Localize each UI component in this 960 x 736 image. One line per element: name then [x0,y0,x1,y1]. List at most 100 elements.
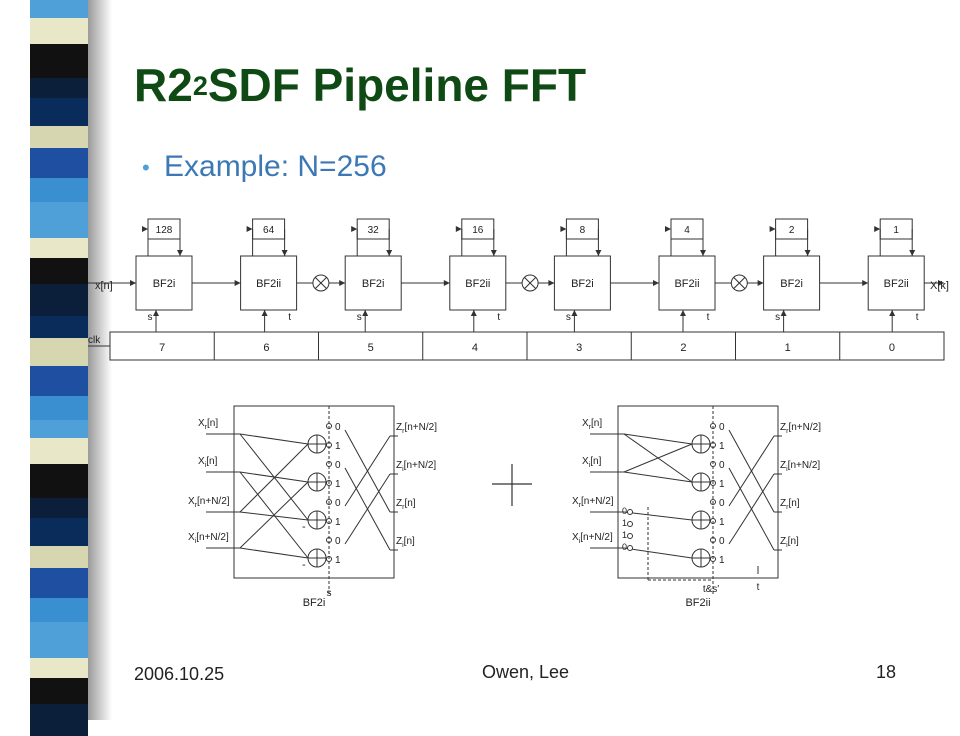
control-arrow [680,310,686,316]
butterfly-stage-box [344,255,402,311]
stripe-block [30,498,88,518]
bullet-item: •Example: N=256 [142,150,387,184]
mux-label: 0 [719,498,725,509]
feedback-down-arrow [909,250,916,256]
minus-sign: - [302,559,306,571]
butterfly-straight [239,471,309,483]
butterfly-stage-box [763,255,821,311]
butterfly-stage-box [658,255,716,311]
output-subscript: i [402,466,404,473]
output-argument: [n+N/2] [788,460,821,471]
input-name: Xi[n] [198,456,218,469]
stripe-block [30,678,88,704]
counter-bit: 6 [263,342,269,354]
bullet-dot-icon: • [142,155,150,181]
mux-label: 1 [335,555,341,566]
butterfly-stage-box [553,255,611,311]
input-subscript: i [589,462,591,469]
output-name: Zi[n+N/2] [780,460,820,473]
memory-size: 4 [684,225,690,236]
stripe-block [30,338,88,366]
counter-bit: 2 [680,342,686,354]
detail-control-label: t&s' [703,584,719,595]
memory-size: 1 [893,225,899,236]
control-arrow [261,310,268,316]
stripe-block [30,568,88,598]
swap-switch-node [627,533,633,539]
interstage-arrow [757,280,764,286]
mux-label: 1 [335,441,341,452]
mux-label: 0 [335,498,341,509]
counter-bit: 1 [785,342,791,354]
output-name: Zi[n+N/2] [396,460,436,473]
swap-switch-node [627,545,633,551]
output-name: Zr[n+N/2] [396,422,437,435]
mux-label: 1 [719,479,725,490]
feedback-down-arrow [177,250,183,256]
feedback-down-arrow [386,250,393,256]
stage-control-label: s [566,312,571,323]
output-argument: [n+N/2] [788,422,821,433]
stage-name: BF2i [571,278,594,290]
interstage-arrow [548,280,555,286]
feedback-arrow [769,226,776,232]
stripe-block [30,438,88,464]
stripe-block [30,658,88,678]
page-title: R22SDF Pipeline FFT [134,59,587,111]
input-subscript: r [205,424,208,431]
mux-label: 1 [719,441,725,452]
counter-bit: 0 [889,342,895,354]
input-name: Xr[n] [582,418,602,431]
mux-label: 0 [335,536,341,547]
counter-bit: 4 [472,342,478,354]
memory-size: 64 [263,225,275,236]
memory-size: 128 [156,225,173,236]
stripe-block [30,622,88,658]
output-subscript: r [786,428,789,435]
stage-control-label: s [148,312,153,323]
stripe-block [30,98,88,126]
mux-label: 1 [335,517,341,528]
output-name: Zi[n] [396,536,415,549]
memory-size: 32 [368,225,380,236]
feedback-arrow [142,226,148,232]
mux-label: 1 [719,555,725,566]
input-subscript: i [205,462,207,469]
butterfly-cross [623,443,693,473]
stripe-block [30,238,88,258]
output-argument: [n] [404,536,415,547]
input-name: Xi[n+N/2] [188,532,229,545]
swap-switch-node [627,521,633,527]
input-argument: [n] [206,456,217,467]
output-subscript: i [786,466,788,473]
stripe-block [30,464,88,498]
input-subscript: r [195,502,198,509]
feedback-arrow [455,226,462,232]
output-argument: [n] [788,498,799,509]
mux-label: 0 [335,422,341,433]
feedback-arrow [351,226,358,232]
output-label: X[k] [930,280,949,292]
stage-name: BF2ii [465,278,490,290]
stripe-shadow [88,0,112,720]
stage-name: BF2i [780,278,803,290]
output-subscript: r [786,504,789,511]
minus-sign: - [302,521,306,533]
input-label: x[n] [95,280,113,292]
swap-label: 0 [622,542,627,552]
stripe-block [30,316,88,338]
memory-size: 2 [789,225,795,236]
control-arrow [571,310,578,316]
stripe-block [30,78,88,98]
stripe-block [30,18,88,44]
butterfly-straight [623,511,693,521]
input-argument: [n+N/2] [197,496,230,507]
fft-diagram: x[n]BF2i128sBF2ii64tBF2i32sBF2ii16tBF2i8… [88,218,949,609]
butterfly-straight [239,433,309,445]
twiddle-cross [315,277,327,289]
input-name: Xi[n] [582,456,602,469]
counter-bit: 3 [576,342,582,354]
butterfly-stage-box [449,255,507,311]
stage-control-label: t [707,312,710,323]
swap-label: 0 [622,506,627,516]
